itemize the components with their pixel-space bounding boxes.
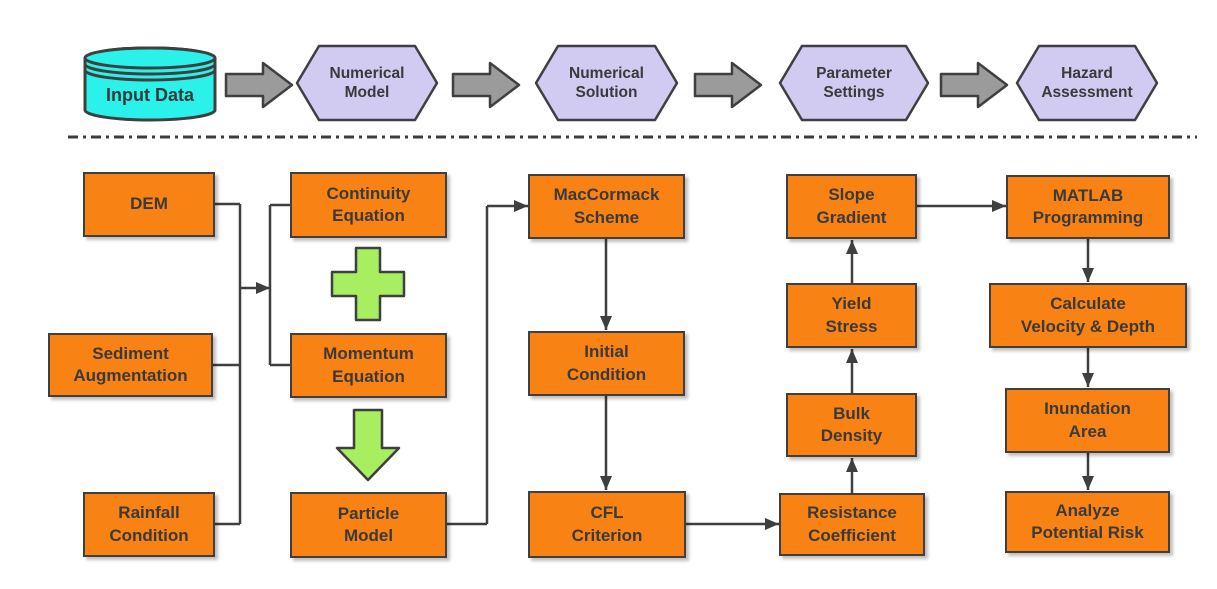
- node-resistance-coefficient: Resistance Coefficient: [779, 493, 925, 556]
- node-bulk-density: Bulk Density: [786, 393, 917, 457]
- node-initial-condition: Initial Condition: [528, 331, 685, 396]
- node-momentum-equation: Momentum Equation: [290, 333, 447, 398]
- database-cylinder-icon: [83, 46, 217, 122]
- node-particle-model: Particle Model: [290, 492, 447, 558]
- connector-lines: [213, 200, 1094, 530]
- node-analyze-potential-risk: Analyze Potential Risk: [1005, 491, 1170, 553]
- plus-icon: [330, 246, 406, 322]
- node-rainfall-condition: Rainfall Condition: [83, 492, 215, 557]
- arrow-down-icon: [335, 408, 401, 482]
- node-calculate-velocity-depth: Calculate Velocity & Depth: [989, 283, 1187, 348]
- node-matlab-programming: MATLAB Programming: [1006, 175, 1170, 239]
- node-cfl-criterion: CFL Criterion: [528, 491, 686, 558]
- node-dem: DEM: [83, 172, 215, 237]
- node-yield-stress: Yield Stress: [786, 283, 917, 348]
- block-arrow-right-icon: [224, 61, 1009, 109]
- stage-hexagon: [295, 44, 1159, 122]
- node-sediment-augmentation: Sediment Augmentation: [48, 333, 213, 397]
- node-slope-gradient: Slope Gradient: [786, 174, 917, 239]
- node-continuity-equation: Continuity Equation: [290, 172, 447, 238]
- node-maccormack-scheme: MacCormack Scheme: [528, 174, 685, 239]
- node-inundation-area: Inundation Area: [1005, 388, 1170, 453]
